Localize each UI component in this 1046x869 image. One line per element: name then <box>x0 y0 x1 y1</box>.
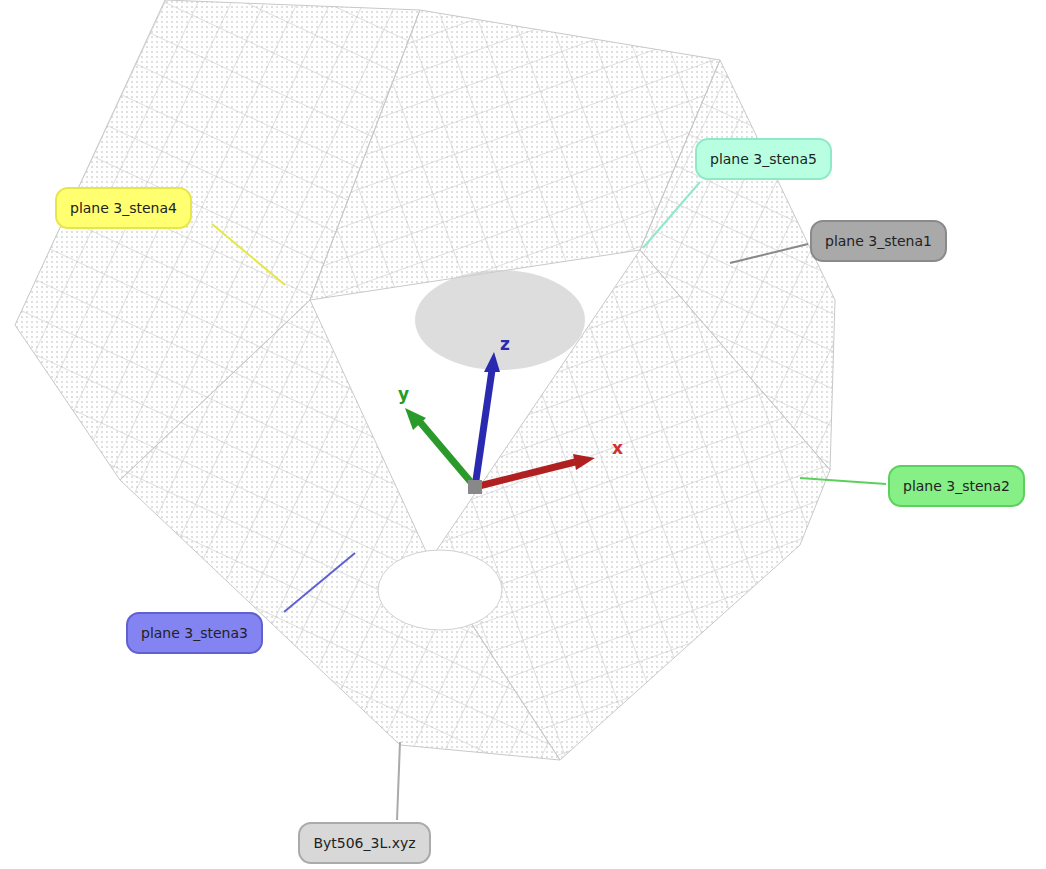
axis-label: z <box>500 334 510 354</box>
callout-label: plane 3_stena5 <box>695 138 832 180</box>
label-text: plane 3_stena3 <box>141 625 248 641</box>
callout-label: plane 3_stena2 <box>888 465 1025 507</box>
label-text: plane 3_stena1 <box>825 233 932 249</box>
walls <box>15 0 835 760</box>
axis-label: x <box>612 438 623 458</box>
callout-label: plane 3_stena1 <box>810 220 947 262</box>
label-text: Byt506_3L.xyz <box>313 835 415 851</box>
label-text: plane 3_stena5 <box>710 151 817 167</box>
axes <box>405 352 595 494</box>
label-text: plane 3_stena4 <box>70 200 177 216</box>
axis-label: y <box>398 384 409 404</box>
leader-lines <box>212 182 886 820</box>
label-text: plane 3_stena2 <box>903 478 1010 494</box>
callout-label: Byt506_3L.xyz <box>298 822 431 864</box>
callout-label: plane 3_stena3 <box>126 612 263 654</box>
callout-label: plane 3_stena4 <box>55 187 192 229</box>
